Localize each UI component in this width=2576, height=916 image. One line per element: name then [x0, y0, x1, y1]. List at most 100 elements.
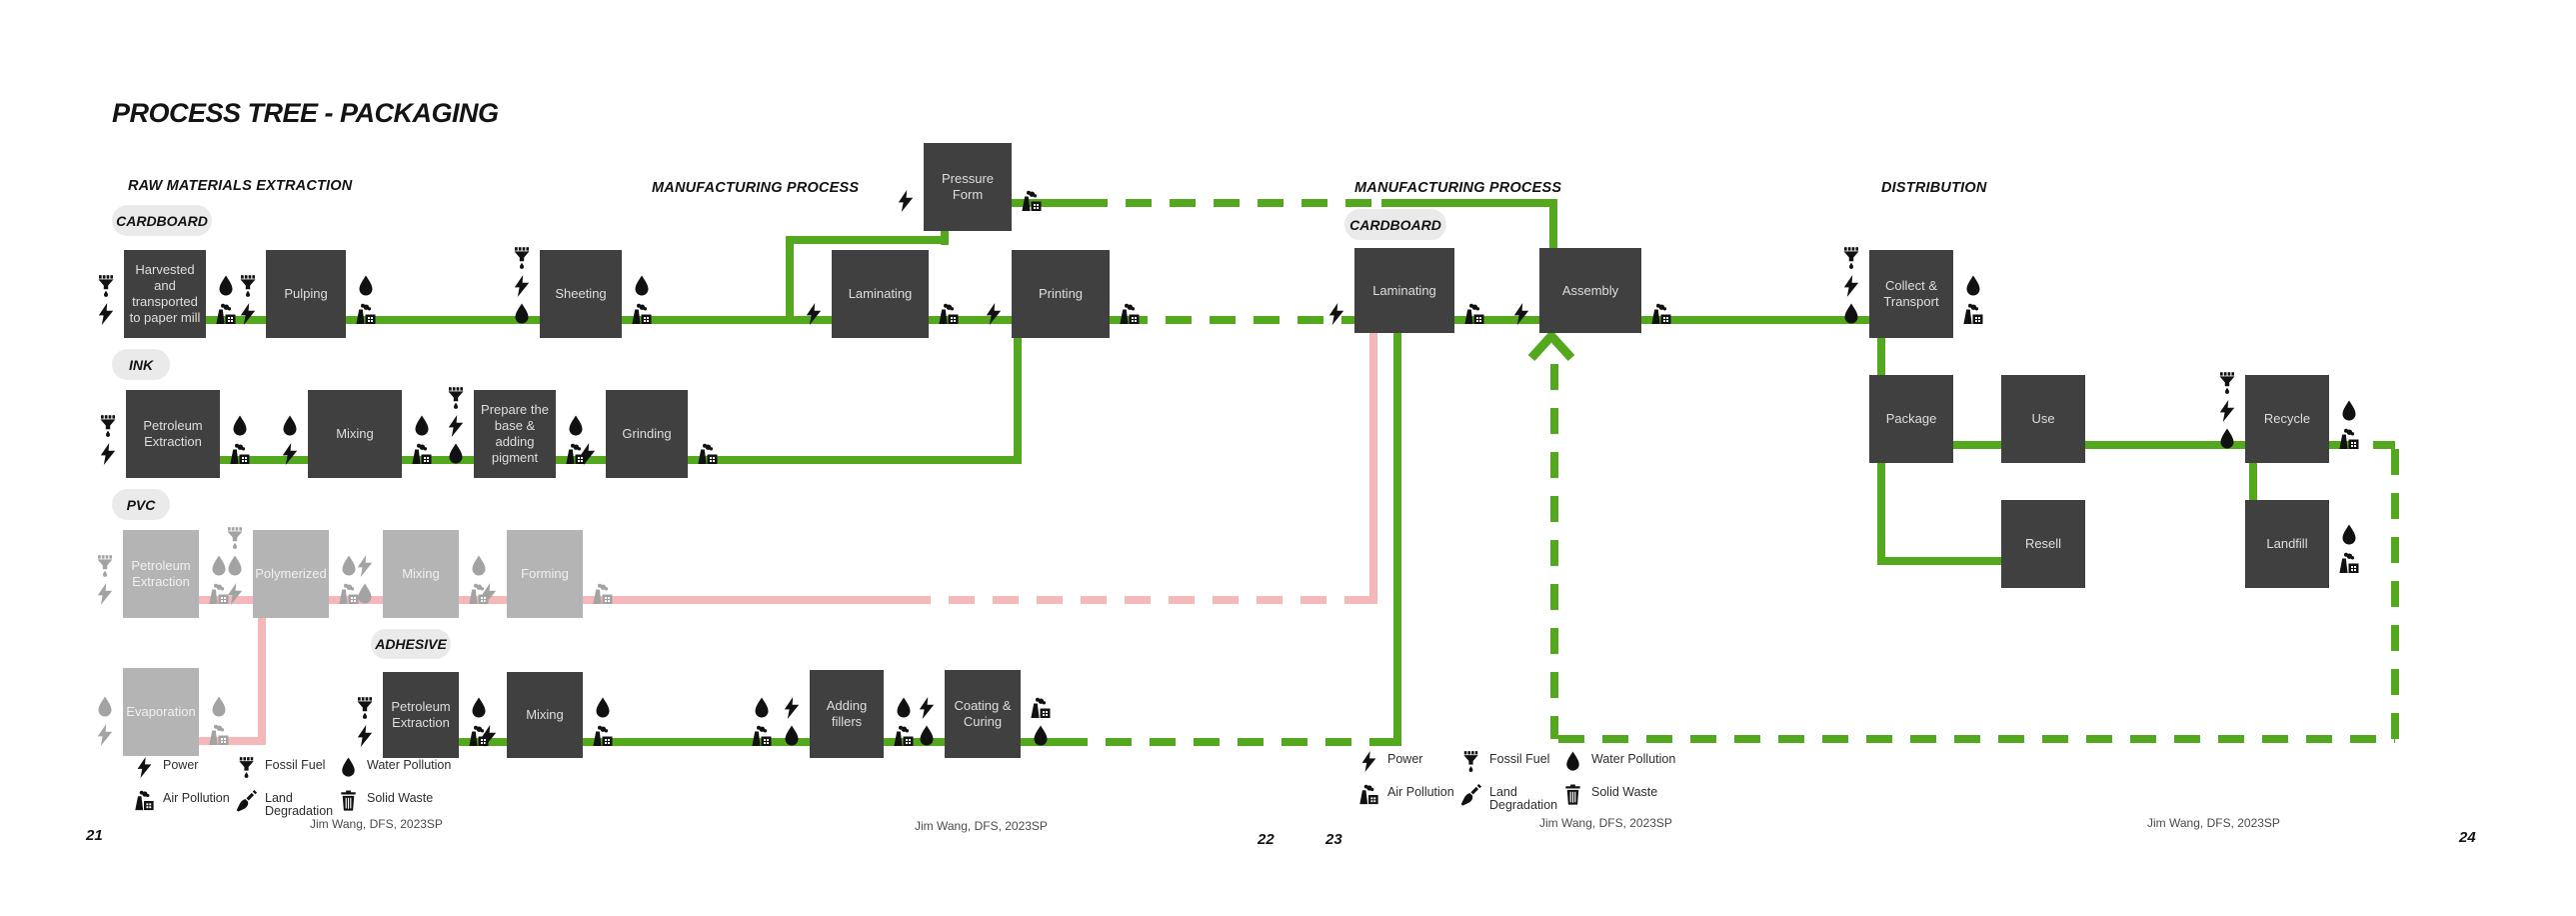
solid-waste-icon: [1561, 783, 1584, 806]
process-node-harvested: Harvested and transported to paper mill: [124, 250, 206, 338]
water-pollution-icon: [2337, 523, 2361, 547]
fossil-fuel-icon: [2215, 371, 2239, 395]
flow-line: [1062, 738, 1393, 746]
section-header-manufacturing-1: MANUFACTURING PROCESS: [652, 180, 860, 196]
pill-ink: INK: [112, 349, 170, 380]
power-icon: [982, 302, 1006, 326]
fossil-fuel-icon: [353, 696, 377, 720]
air-pollution-icon: [892, 724, 916, 748]
air-pollution-icon: [1029, 696, 1053, 720]
power-icon: [510, 274, 534, 298]
air-pollution-icon: [1961, 302, 1985, 326]
air-pollution-icon: [2337, 427, 2361, 451]
flow-line: [1549, 199, 1557, 251]
credit-caption: Jim Wang, DFS, 2023SP: [1539, 816, 1672, 830]
process-node-label: Polymerized: [255, 566, 327, 582]
flow-line: [1877, 463, 1885, 565]
page-title: PROCESS TREE - PACKAGING: [112, 98, 499, 128]
legend-item-solid-waste: Solid Waste: [1561, 783, 1657, 806]
legend-label: Land Degradation: [265, 791, 334, 819]
process-node-collect-transport: Collect & Transport: [1869, 250, 1953, 338]
process-node-label: Petroleum Extraction: [143, 418, 203, 449]
power-icon: [236, 302, 260, 326]
process-node-pulping: Pulping: [266, 250, 346, 338]
legend-label: Air Pollution: [1387, 785, 1454, 799]
air-pollution-icon: [2337, 551, 2361, 575]
power-icon: [353, 554, 377, 578]
water-pollution-icon: [591, 696, 615, 720]
flow-line: [1877, 338, 1885, 376]
water-pollution-icon: [228, 414, 252, 438]
pill-pvc: PVC: [112, 489, 170, 520]
legend-item-power: Power: [133, 756, 198, 779]
power-icon: [477, 582, 501, 606]
process-node-label: Pulping: [284, 286, 328, 302]
power-icon: [223, 582, 247, 606]
water-pollution-icon: [410, 414, 434, 438]
water-pollution-icon: [1961, 274, 1985, 298]
process-node-package: Package: [1869, 375, 1953, 463]
flow-line: [1122, 316, 1343, 324]
flow-line: [2329, 441, 2395, 449]
process-node-resell: Resell: [2001, 500, 2085, 588]
flow-line: [205, 316, 1122, 324]
process-node-coating-curing: Coating & Curing: [945, 670, 1021, 758]
section-header-distribution: DISTRIBUTION: [1881, 180, 1987, 196]
air-pollution-icon: [1649, 302, 1673, 326]
process-node-pvc-petroleum: Petroleum Extraction: [123, 530, 199, 618]
power-icon: [94, 302, 118, 326]
water-pollution-icon: [780, 724, 804, 748]
process-node-label: Collect & Transport: [1883, 278, 1939, 309]
flow-line: [459, 738, 1062, 746]
flow-line: [1550, 364, 1558, 739]
pill-cardboard-2: CARDBOARD: [1344, 209, 1446, 240]
process-node-label: Harvested and transported to paper mill: [129, 262, 201, 325]
water-pollution-icon: [1561, 750, 1584, 773]
flow-line: [786, 236, 949, 244]
credit-caption: Jim Wang, DFS, 2023SP: [2147, 816, 2280, 830]
water-pollution-icon: [467, 554, 491, 578]
flow-line: [1393, 333, 1401, 746]
air-pollution-icon: [1118, 302, 1142, 326]
air-pollution-icon: [228, 442, 252, 466]
process-node-pvc-mixing: Mixing: [383, 530, 459, 618]
fossil-fuel-icon: [93, 554, 117, 578]
process-node-label: Sheeting: [555, 286, 607, 302]
flow-line: [941, 231, 949, 245]
recycle-return-arrow: [1527, 330, 1575, 362]
legend-label: Fossil Fuel: [265, 758, 326, 772]
legend-item-solid-waste: Solid Waste: [337, 789, 433, 812]
water-pollution-icon: [278, 414, 302, 438]
legend-item-land-degradation: Land Degradation: [1459, 783, 1571, 812]
water-pollution-icon: [1029, 724, 1053, 748]
process-node-ink-prepare: Prepare the base & adding pigment: [474, 390, 556, 478]
process-node-ink-mixing: Mixing: [308, 390, 402, 478]
process-node-pvc-forming: Forming: [507, 530, 583, 618]
process-node-laminating-2: Laminating: [1354, 248, 1454, 333]
water-pollution-icon: [444, 442, 468, 466]
process-node-label: Petroleum Extraction: [131, 558, 191, 589]
solid-waste-icon: [337, 789, 360, 812]
flow-line: [1012, 199, 1082, 207]
section-header-manufacturing-2: MANUFACTURING PROCESS: [1354, 180, 1562, 196]
process-node-label: Mixing: [402, 566, 440, 582]
legend-label: Power: [1387, 752, 1423, 766]
page-number: 24: [2459, 829, 2476, 846]
water-pollution-icon: [892, 696, 916, 720]
land-degradation-icon: [1459, 783, 1482, 806]
flow-line: [1369, 333, 1377, 604]
process-node-recycle: Recycle: [2245, 375, 2329, 463]
legend-item-land-degradation: Land Degradation: [235, 789, 347, 818]
air-pollution-icon: [410, 442, 434, 466]
flow-line: [1877, 557, 2005, 565]
pill-adhesive: ADHESIVE: [371, 629, 451, 659]
process-node-pvc-polymerized: Polymerized: [253, 530, 329, 618]
process-node-ink-grinding: Grinding: [606, 390, 688, 478]
flow-line: [1953, 441, 2245, 449]
process-node-label: Landfill: [2266, 536, 2308, 552]
water-pollution-icon: [93, 695, 117, 719]
process-node-label: Printing: [1038, 286, 1084, 302]
power-icon: [477, 724, 501, 748]
